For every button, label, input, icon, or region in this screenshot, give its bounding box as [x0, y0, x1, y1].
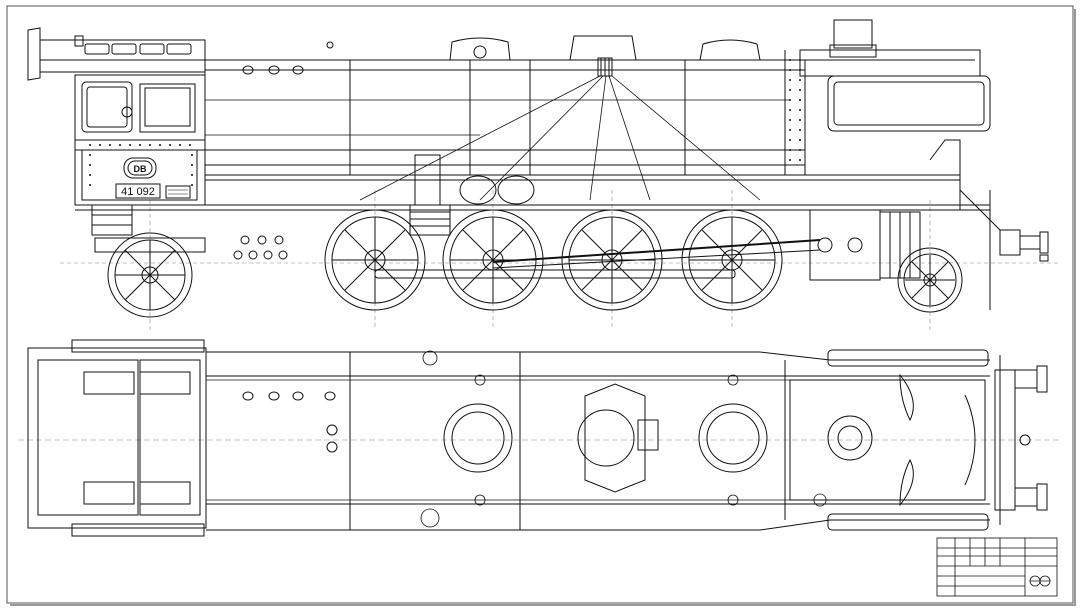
sheet-border: [6, 5, 1074, 604]
cab-side-plate: [165, 185, 191, 199]
side-elevation-view: DB 41 092: [27, 19, 1060, 330]
number-plate: [115, 183, 161, 199]
domes: [449, 35, 761, 77]
cab-rivets: [89, 144, 193, 186]
plan-cab-deck: [27, 339, 207, 537]
feedwater-equipment: [409, 154, 535, 236]
plan-smokebox: [789, 349, 989, 531]
plan-domes: [443, 383, 768, 493]
leading-wheel: [897, 247, 963, 313]
cylinder-block: [809, 209, 921, 281]
title-block: [936, 537, 1058, 597]
driving-wheel-1: [324, 209, 426, 311]
smoke-deflector: [799, 19, 991, 132]
trailing-wheel: [94, 232, 206, 318]
cab: DB 41 092: [74, 74, 206, 236]
db-emblem: [123, 157, 157, 179]
sand-pipes: [359, 75, 761, 201]
db-emblem-text: DB: [134, 164, 147, 174]
coupling-rods: [374, 239, 821, 279]
plan-washout-plugs: [242, 391, 338, 453]
plan-pipework: [206, 350, 827, 528]
washout-plugs: [242, 41, 334, 75]
locomotive-number: 41 092: [121, 186, 155, 198]
plan-view: [18, 339, 1060, 537]
plan-buffers: [994, 365, 1048, 511]
driving-wheel-4: [681, 209, 783, 311]
frame-lightening-holes: [233, 235, 288, 260]
rear-coal-plate: [27, 27, 206, 81]
front-buffers: [999, 229, 1049, 262]
